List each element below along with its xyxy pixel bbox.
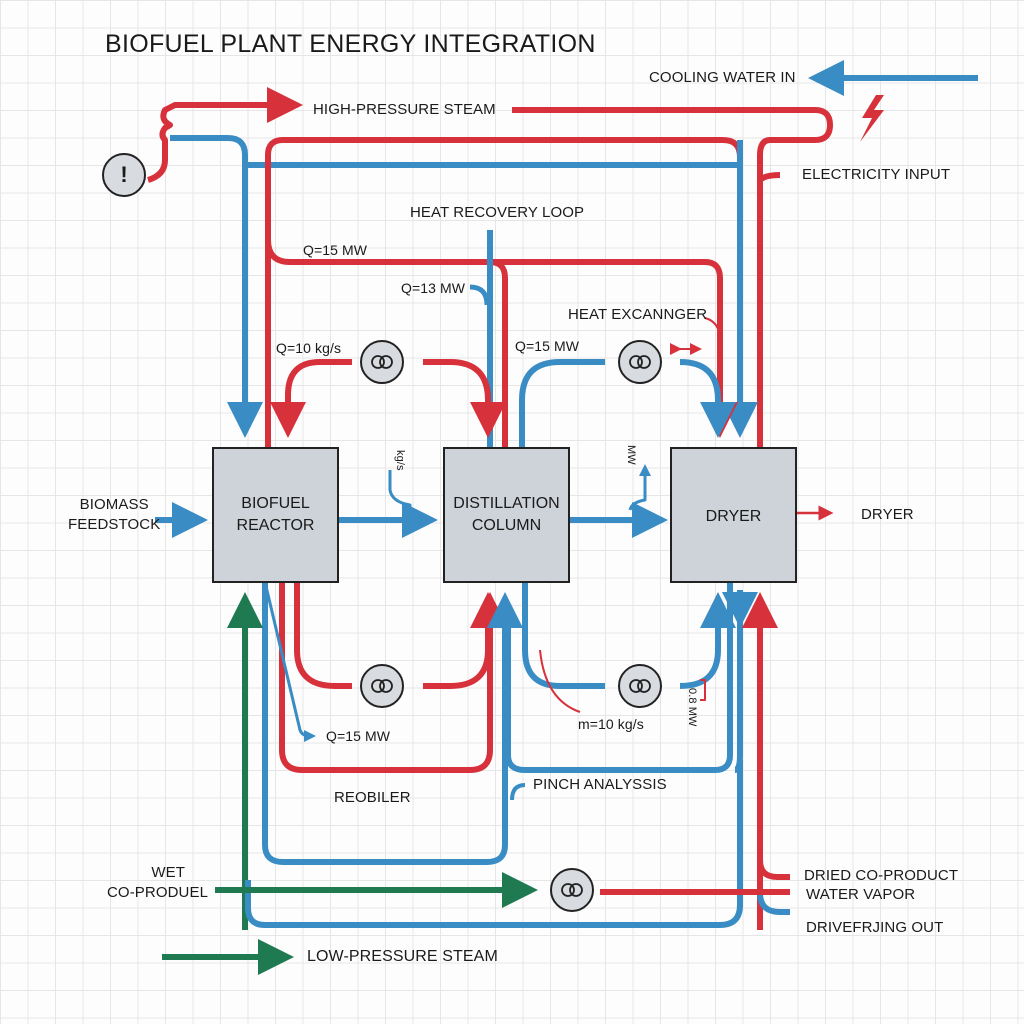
heat-exchanger-icon [371,679,393,693]
heat-exchanger-upper-right[interactable] [618,340,662,384]
reactor-label-1: BIOFUEL [241,495,310,512]
label-dryer-out: DRYER [861,506,914,523]
label-q-10-kgs: Q=10 kg/s [276,340,342,356]
label-heat-recovery-loop: HEAT RECOVERY LOOP [410,204,585,221]
dryer-label: DRYER [705,508,762,525]
unit-biofuel-reactor[interactable]: BIOFUEL REACTOR [212,447,339,583]
heat-exchanger-icon [629,679,651,693]
heat-exchanger-lower-left[interactable] [360,664,404,708]
label-small-mw-rotated: MW [625,445,637,465]
label-low-pressure-steam: LOW-PRESSURE STEAM [307,948,498,965]
label-q-15-mw-mid: Q=15 MW [515,338,580,354]
label-water-vapor: WATER VAPOR [806,886,916,903]
heat-exchanger-icon [371,355,393,369]
label-q-15-mw-bottom: Q=15 MW [326,728,391,744]
high-pressure-steam-line [147,87,303,183]
heat-exchanger-upper-left[interactable] [360,340,404,384]
label-wet-co-product: WET CO-PRODUEL [107,863,209,903]
label-q-15-mw-top: Q=15 MW [303,242,368,258]
heat-exchanger-lower-right[interactable] [618,664,662,708]
label-biomass-feedstock: BIOMASS FEEDSTOCK [68,495,160,535]
label-heat-exchanger: HEAT EXCANNGER [568,306,708,323]
biomass-line-2: FEEDSTOCK [68,516,161,533]
label-drive-out: DRIVEFRJING OUT [806,919,944,936]
label-pinch-analysis: PINCH ANALYSSIS [533,776,667,793]
label-q-13-mw: Q=13 MW [401,280,466,296]
wet-line-1: WET [151,864,185,881]
distillation-label-1: DISTILLATION [453,495,560,512]
label-electricity-input: ELECTRICITY INPUT [802,166,951,183]
label-reboiler: REOBILER [334,789,411,806]
wet-line-2: CO-PRODUEL [107,884,209,901]
heat-exchanger-icon [561,883,583,897]
reactor-label-2: REACTOR [236,517,315,534]
heat-exchanger-bottom[interactable] [550,868,594,912]
alert-icon[interactable]: ! [102,153,146,197]
unit-distillation-column[interactable]: DISTILLATION COLUMN [443,447,570,583]
label-small-rotated-bottom: 0.8 MW [686,688,698,727]
label-small-kgs: kg/s [394,450,406,471]
heat-exchanger-icon [629,355,651,369]
lightning-icon [860,95,884,142]
unit-dryer[interactable]: DRYER [670,447,797,583]
biomass-line-1: BIOMASS [79,496,149,513]
distillation-label-2: COLUMN [471,517,542,534]
label-high-pressure-steam: HIGH-PRESSURE STEAM [313,101,496,118]
label-dried-co-product: DRIED CO-PRODUCT [804,867,959,884]
label-m-10-kgs: m=10 kg/s [578,716,644,732]
page-title: BIOFUEL PLANT ENERGY INTEGRATION [105,30,596,58]
label-cooling-water-in: COOLING WATER IN [649,69,796,86]
